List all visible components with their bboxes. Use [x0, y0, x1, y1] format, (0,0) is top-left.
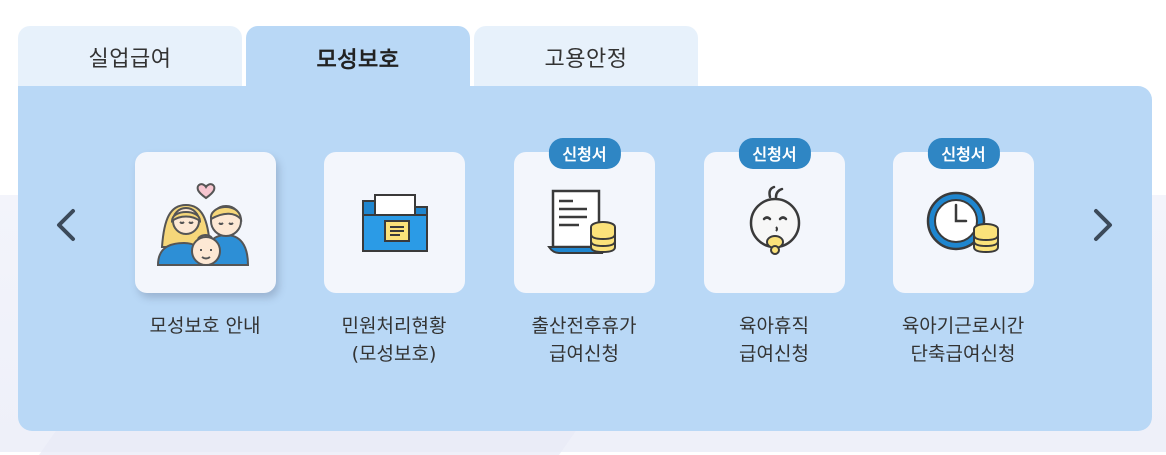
item-label-line1: 육아휴직 [739, 315, 809, 337]
next-arrow-button[interactable] [1083, 205, 1123, 245]
application-badge: 신청서 [927, 138, 1000, 169]
maternity-guide-button[interactable] [135, 152, 276, 293]
application-badge: 신청서 [738, 138, 811, 169]
maternity-leave-apply-button[interactable]: 신청서 [514, 138, 655, 293]
complaint-status-button[interactable] [324, 152, 465, 293]
item-label: 모성보호 안내 [105, 312, 305, 340]
item-label: 민원처리현황 (모성보호) [294, 312, 494, 368]
item-label-line1: 출산전후휴가 [531, 315, 637, 337]
item-label-line2: 급여신청 [739, 343, 809, 365]
chevron-right-icon [1094, 209, 1112, 241]
family-icon [156, 182, 249, 266]
document-coins-icon [546, 189, 616, 254]
application-badge: 신청서 [548, 138, 621, 169]
item-label: 출산전후휴가 급여신청 [484, 312, 684, 368]
item-label-line2: (모성보호) [351, 343, 437, 365]
tab-unemployment-benefit[interactable]: 실업급여 [18, 26, 242, 88]
tab-employment-stability[interactable]: 고용안정 [474, 26, 698, 88]
prev-arrow-button[interactable] [46, 205, 86, 245]
folder-document-icon [361, 193, 428, 252]
item-label: 육아휴직 급여신청 [674, 312, 874, 368]
item-label-line2: 급여신청 [549, 343, 619, 365]
item-label-line1: 육아기근로시간 [901, 315, 1025, 337]
item-label-line1: 민원처리현황 [341, 315, 447, 337]
item-label-line2: 단축급여신청 [910, 343, 1016, 365]
chevron-left-icon [57, 209, 75, 241]
baby-icon [749, 185, 800, 255]
tab-maternity-protection[interactable]: 모성보호 [246, 26, 470, 90]
childcare-leave-apply-button[interactable]: 신청서 [704, 138, 845, 293]
clock-coins-icon [926, 191, 999, 253]
item-label-line1: 모성보호 안내 [149, 315, 261, 337]
item-label: 육아기근로시간 단축급여신청 [863, 312, 1063, 368]
reduced-hours-apply-button[interactable]: 신청서 [893, 138, 1034, 293]
